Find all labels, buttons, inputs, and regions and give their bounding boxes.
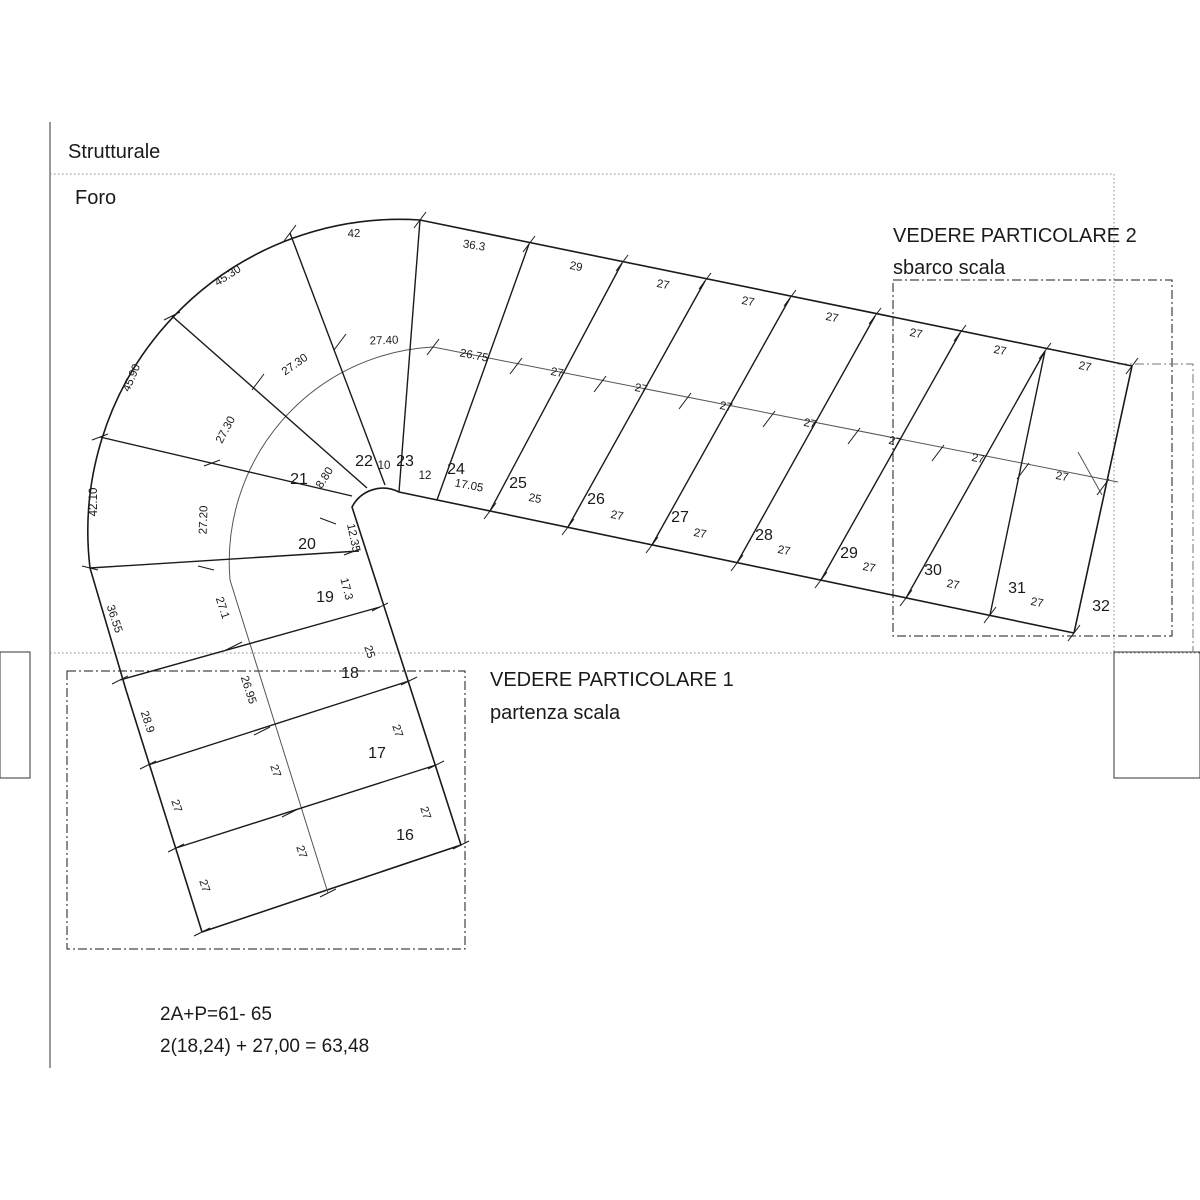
dimension-label: 27: [693, 527, 708, 541]
label-strutturale: Strutturale: [68, 141, 160, 163]
dimension-label: 27: [909, 327, 924, 341]
tread-lines: [89, 219, 1046, 849]
step-number-29: 29: [840, 545, 858, 562]
dimension-label: 17.05: [454, 477, 485, 494]
step-number-23: 23: [396, 453, 414, 470]
dimension-label: 45.30: [213, 263, 244, 289]
dimension-label: 27: [1055, 470, 1070, 484]
step-number-26: 26: [587, 491, 605, 508]
dimension-label: 8.80: [314, 465, 336, 490]
dimension-label: 28.9: [138, 710, 156, 735]
detail-1-subtitle: partenza scala: [490, 702, 621, 724]
dimension-label: 27: [862, 561, 877, 575]
dimension-label: 27: [1078, 360, 1093, 374]
dimension-label: 25: [528, 492, 543, 506]
detail-2-title: VEDERE PARTICOLARE 2: [893, 225, 1137, 247]
stair-inner-edge: [351, 487, 1075, 846]
dimension-label: 27: [946, 578, 961, 592]
wall-stub-right: [1113, 651, 1200, 779]
dimension-label: 27: [610, 509, 625, 523]
dimension-label: 17.3: [337, 577, 354, 602]
dimension-label: 27: [741, 295, 756, 309]
dimension-label: 26.95: [238, 674, 258, 705]
dimension-label: 27: [803, 417, 818, 431]
dimension-label: 27: [634, 382, 649, 396]
dimension-label: 36.55: [104, 603, 124, 634]
step-number-27: 27: [671, 509, 689, 526]
step-number-17: 17: [368, 745, 386, 762]
dimension-label: 12: [419, 470, 432, 482]
dimension-label: 27: [993, 344, 1008, 358]
dimension-label: 27: [825, 311, 840, 325]
dimension-ticks: [81, 211, 1139, 937]
label-foro: Foro: [75, 187, 116, 209]
dimension-label: 25: [361, 644, 376, 660]
dimension-label: 27: [389, 723, 404, 739]
dimension-label: 42: [347, 228, 360, 240]
dimension-label: 26.75: [459, 347, 490, 364]
step-number-31: 31: [1008, 580, 1026, 597]
dimension-label: 27: [293, 844, 308, 860]
dimension-label: 27: [719, 400, 734, 414]
strutturale-line: [50, 173, 1115, 652]
detail-2-box: [892, 279, 1173, 637]
step-number-18: 18: [341, 665, 359, 682]
dimension-label: 27: [417, 805, 432, 821]
step-number-labels: 16 17 18 19 20 21 22 23 24 25 26 27 28 29 30 31 32: [290, 453, 1110, 844]
dimension-label: 27.1: [213, 596, 231, 621]
dimension-label: 27.30: [280, 352, 310, 378]
step-number-32: 32: [1092, 598, 1110, 615]
walking-line: [228, 346, 1119, 894]
dimension-label: 27.20: [198, 505, 211, 534]
wall-stub-left: [0, 651, 31, 779]
dimension-label: 27: [1030, 596, 1045, 610]
dimension-label: 29: [569, 260, 584, 274]
detail-1-title: VEDERE PARTICOLARE 1: [490, 669, 734, 691]
detail-2-subtitle: sbarco scala: [893, 257, 1006, 279]
step-number-19: 19: [316, 589, 334, 606]
dimension-label: 42.10: [88, 488, 100, 517]
dimension-label: 45.90: [121, 362, 143, 393]
arrow-tip-a: [1077, 451, 1103, 496]
dimension-label: 27.40: [369, 335, 398, 348]
step-number-30: 30: [924, 562, 942, 579]
formula-line-2: 2(18,24) + 27,00 = 63,48: [160, 1036, 369, 1057]
dimension-label: 27: [971, 452, 986, 466]
step-number-21: 21: [290, 471, 308, 488]
dimension-label: 27: [888, 435, 903, 449]
dimension-label: 10: [378, 460, 391, 472]
dimension-label: 27.30: [214, 414, 238, 445]
detail-1-box: [66, 670, 466, 950]
dimension-label: 27: [777, 544, 792, 558]
dimension-label: 27: [656, 278, 671, 292]
step-number-25: 25: [509, 475, 527, 492]
dimension-label: 12.35: [344, 523, 362, 554]
step-number-16: 16: [396, 827, 414, 844]
step-number-24: 24: [447, 461, 465, 478]
dimension-label: 27: [550, 366, 565, 380]
formula-line-1: 2A+P=61- 65: [160, 1004, 272, 1025]
dimension-label: 27: [168, 798, 183, 814]
dimension-label: 27: [196, 878, 211, 894]
stair-bottom-end-edge: [201, 844, 462, 933]
step-number-28: 28: [755, 527, 773, 544]
dimension-label: 27: [267, 763, 282, 779]
step-number-22: 22: [355, 453, 373, 470]
stair-top-end-edge: [1073, 365, 1133, 634]
step-number-20: 20: [298, 536, 316, 553]
detail-2-secondary-box: [1118, 363, 1194, 652]
dimension-label: 36.3: [462, 238, 486, 253]
stair-outer-edge: [87, 218, 1133, 933]
